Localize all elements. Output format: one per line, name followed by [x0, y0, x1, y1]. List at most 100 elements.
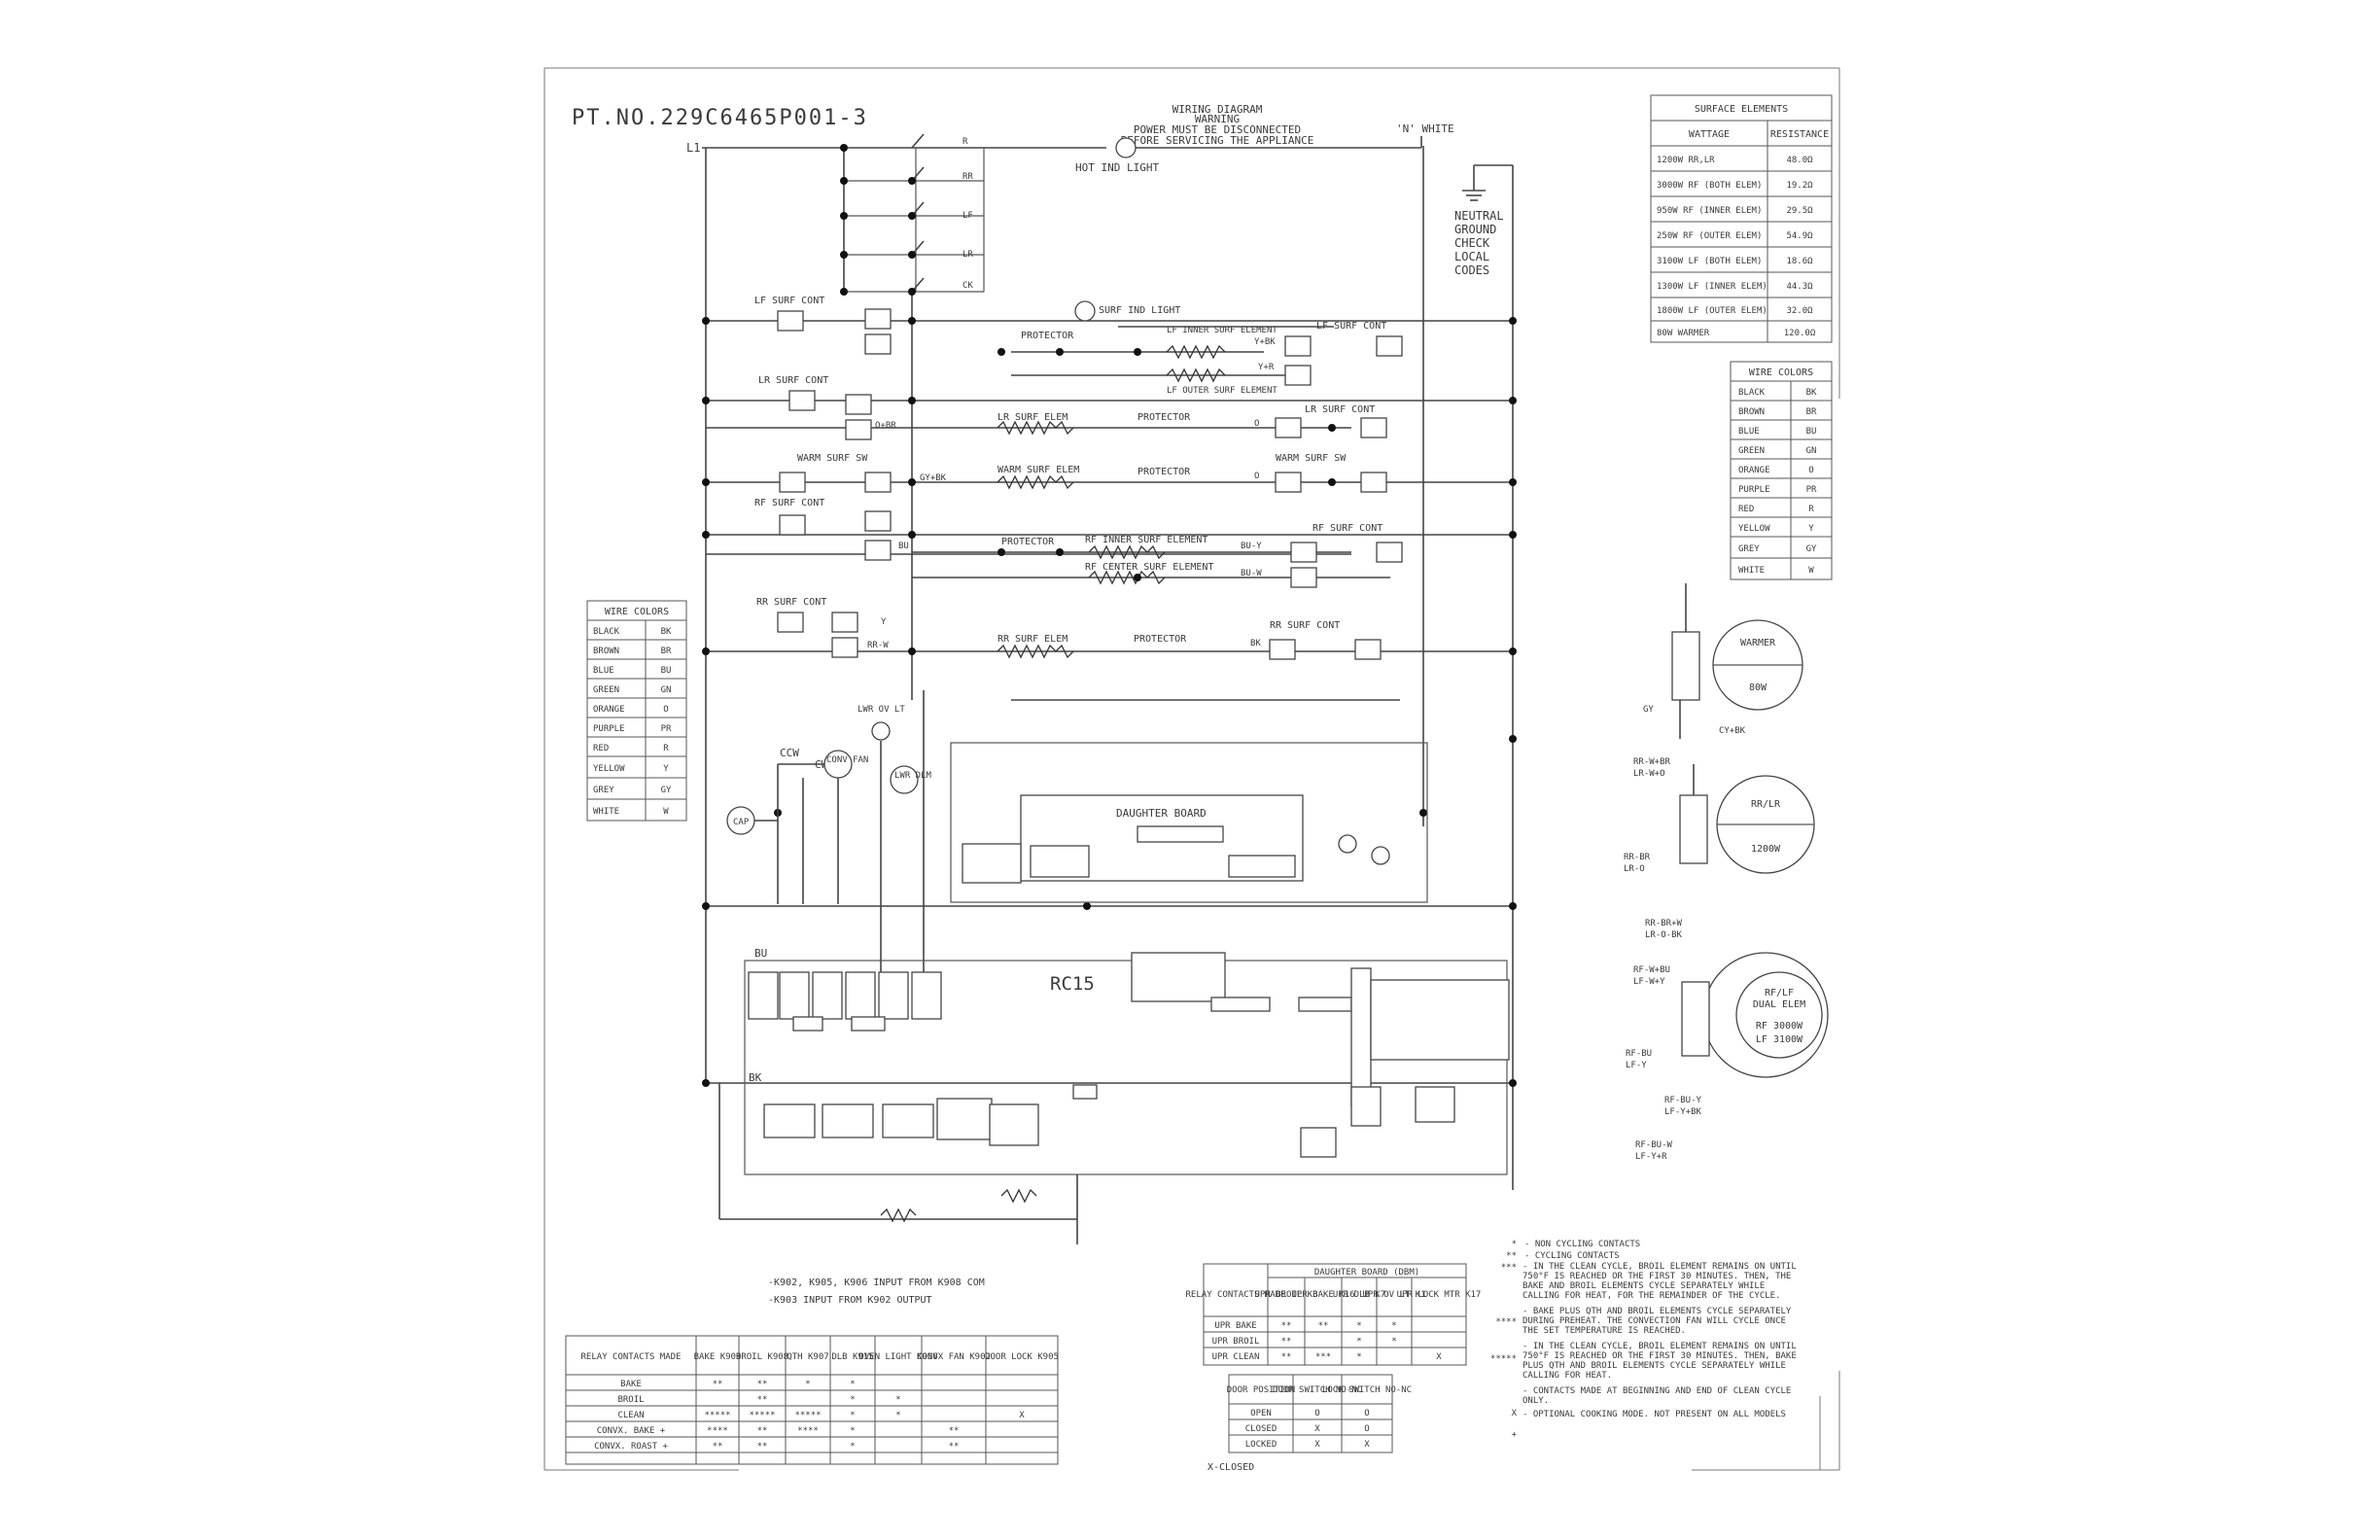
daughter-mode: UPR CLEAN — [1212, 1352, 1260, 1362]
lf-surf-cont-right-label: LF SURF CONT — [1316, 321, 1386, 332]
wire-tag: RF-BU-W — [1635, 1140, 1673, 1150]
wire-colors-table-right — [1730, 361, 1833, 580]
terminal-boxes — [777, 308, 1403, 660]
wire-tag: LF-Y+BK — [1664, 1107, 1702, 1117]
lf-inner-label: LF INNER SURF ELEMENT — [1167, 326, 1278, 335]
wire-tag: LR-O-BK — [1645, 930, 1683, 940]
daughter-cell: *** — [1315, 1352, 1331, 1362]
relay-cell: **** — [797, 1426, 819, 1436]
wire-tag: Y — [881, 617, 887, 627]
part-number: PT.NO.229C6465P001-3 — [572, 106, 868, 130]
legend-symbol: X — [1512, 1409, 1518, 1418]
daughter-board-label: DAUGHTER BOARD — [1116, 807, 1207, 820]
wire-color-code: R — [663, 744, 669, 753]
relay-contacts-table — [565, 1335, 1059, 1465]
warmer-element: WARMER 80W GY CY+BK — [1643, 583, 1803, 739]
daughter-cell: ** — [1281, 1352, 1292, 1362]
door-cell: O — [1314, 1409, 1319, 1418]
wire-tag: CK — [962, 281, 973, 291]
relay-header: DLB K915 — [831, 1352, 873, 1362]
daughter-header: UPR OV LT K1 — [1362, 1290, 1425, 1300]
neutral-ground-2: GROUND — [1454, 223, 1496, 236]
daughter-header: UPR LOCK MTR K17 — [1397, 1290, 1482, 1300]
door-cell: X — [1364, 1440, 1370, 1450]
warm-surf-sw-label: WARM SURF SW — [797, 453, 868, 464]
surface-watt: 3000W RF (BOTH ELEM) — [1657, 181, 1762, 191]
wire-color-name: WHITE — [1738, 566, 1765, 576]
relay-mode: CONVX. BAKE + — [597, 1426, 666, 1436]
wire-tag: CY+BK — [1719, 726, 1746, 736]
surface-watt: 1300W LF (INNER ELEM) — [1657, 282, 1768, 292]
wire-color-name: PURPLE — [1738, 485, 1770, 495]
legend-text: - IN THE CLEAN CYCLE, BROIL ELEMENT REMA… — [1522, 1262, 1797, 1301]
wire-color-name: ORANGE — [1738, 466, 1770, 475]
door-table — [1228, 1374, 1393, 1453]
relay-header: OVEN LIGHT K906 — [858, 1352, 937, 1362]
cap-label: CAP — [733, 818, 750, 827]
surface-res: 44.3Ω — [1786, 282, 1813, 292]
hot-light-icon — [1115, 137, 1137, 158]
daughter-cell: * — [1356, 1337, 1361, 1347]
wire-color-name: BLACK — [593, 627, 620, 637]
surface-res: 54.9Ω — [1786, 231, 1813, 241]
wire-colors-table-left — [586, 600, 687, 822]
wire-color-name: GREEN — [593, 685, 619, 695]
surface-header-wattage: WATTAGE — [1689, 129, 1730, 140]
wire-color-code: Y — [1808, 524, 1814, 534]
legend-symbol: *** — [1501, 1263, 1517, 1273]
wire-tag: RF-BU-Y — [1664, 1096, 1702, 1105]
wire-tag: O+BR — [875, 421, 896, 431]
legend-symbol: + — [1512, 1430, 1518, 1440]
neutral-ground-3: CHECK — [1454, 236, 1490, 250]
daughter-table-text: DAUGHTER BOARD (DBM) RELAY CONTACTS MADE… — [1186, 1268, 1482, 1362]
surface-res: 18.6Ω — [1786, 257, 1813, 266]
surface-watt: 1200W RR,LR — [1657, 156, 1715, 165]
door-position: CLOSED — [1245, 1424, 1278, 1434]
surface-res: 19.2Ω — [1786, 181, 1813, 191]
rc15-label: RC15 — [1050, 973, 1095, 995]
wire-tag: LF-Y+R — [1635, 1152, 1667, 1162]
relay-cell: * — [850, 1380, 855, 1389]
warm-surf-elem-label: WARM SURF ELEM — [998, 465, 1079, 475]
relay-cell: * — [895, 1411, 900, 1420]
relay-cell: ** — [713, 1442, 723, 1452]
relay-header: RELAY CONTACTS MADE — [581, 1352, 682, 1362]
main-wiring: L1 HOT IND LIGHT — [686, 133, 1514, 1190]
relay-table-headers: RELAY CONTACTS MADE BAKE K909 BROIL K908… — [581, 1352, 1059, 1362]
relay-header: CONVX FAN K902 — [917, 1352, 991, 1362]
relay-cell: ** — [757, 1380, 768, 1389]
wire-color-name: GREY — [593, 786, 614, 795]
wire-colors-title-left: WIRE COLORS — [605, 607, 669, 617]
wire-color-code: R — [1808, 505, 1814, 514]
bk-label: BK — [749, 1071, 762, 1084]
door-header: LOCK SWITCH NO-NC — [1322, 1385, 1412, 1395]
relay-cell: * — [850, 1442, 855, 1452]
relay-cell: ** — [757, 1426, 768, 1436]
neutral-ground-5: CODES — [1454, 263, 1489, 277]
rrlr-element: RR/LR 1200W RR-W+BR LR-W+O RR-BR LR-O RR… — [1624, 757, 1815, 940]
wire-color-code: PR — [1806, 485, 1817, 495]
rr-surf-elem-label: RR SURF ELEM — [998, 634, 1068, 645]
relay-cell: * — [850, 1395, 855, 1405]
rf-inner-label: RF INNER SURF ELEMENT — [1085, 535, 1208, 545]
wire-color-name: BLUE — [593, 666, 614, 676]
legend-symbol: ***** — [1490, 1354, 1517, 1364]
wire-color-name: BROWN — [1738, 407, 1765, 417]
door-position: LOCKED — [1245, 1440, 1278, 1450]
door-cell: X — [1314, 1424, 1320, 1434]
wire-color-name: RED — [593, 744, 609, 753]
wire-color-code: O — [663, 705, 668, 715]
note-1: -K902, K905, K906 INPUT FROM K908 COM — [768, 1278, 985, 1288]
lr-surf-elem-label: LR SURF ELEM — [998, 412, 1068, 423]
daughter-cell: X — [1436, 1352, 1442, 1362]
wire-color-name: ORANGE — [593, 705, 625, 715]
door-cell: O — [1364, 1409, 1369, 1418]
relay-cell: ** — [757, 1442, 768, 1452]
note-2: -K903 INPUT FROM K902 OUTPUT — [768, 1295, 932, 1306]
relay-mode: BAKE — [620, 1380, 642, 1389]
relay-cell: * — [850, 1426, 855, 1436]
legend-text: - IN THE CLEAN CYCLE, BROIL ELEMENT REMA… — [1522, 1342, 1797, 1381]
relay-table-rows: BAKE ** ** * * BROIL ** * * CLEAN ***** … — [594, 1380, 1025, 1452]
legend-symbol: * — [1512, 1240, 1517, 1249]
wire-tag: RR-BR — [1624, 853, 1651, 862]
